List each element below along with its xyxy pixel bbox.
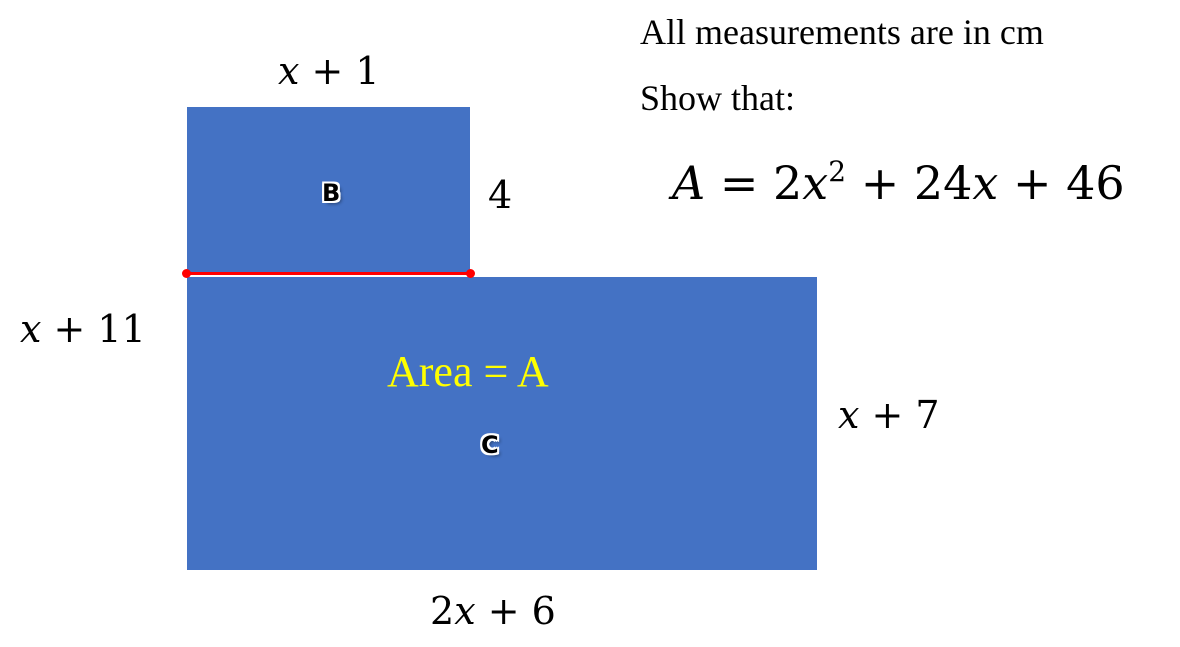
variable: x xyxy=(838,393,860,437)
shape-b-marker: B xyxy=(322,179,341,207)
left-height-label: x + 11 xyxy=(20,310,146,348)
top-width-label: x + 1 xyxy=(278,52,380,90)
label-rest: + 11 xyxy=(41,307,146,351)
divider-endpoint-right xyxy=(466,269,475,278)
shape-c-marker: C xyxy=(481,431,499,459)
divider-line xyxy=(187,272,470,275)
label-rest: + 1 xyxy=(299,49,380,93)
area-label: Area = A xyxy=(387,347,549,396)
eq-var: x xyxy=(802,156,829,210)
eq-part: + 24 xyxy=(846,156,973,210)
label-pre: 2 xyxy=(430,589,455,633)
target-equation: A = 2x2 + 24x + 46 xyxy=(672,155,1125,207)
divider-endpoint-left xyxy=(182,269,191,278)
eq-lhs: A xyxy=(672,156,706,210)
rectangle-b xyxy=(187,107,470,275)
right-height-label: x + 7 xyxy=(838,396,940,434)
bottom-width-label: 2x + 6 xyxy=(430,592,556,630)
variable: x xyxy=(454,589,476,633)
label-rest: + 6 xyxy=(475,589,556,633)
show-that-prompt: Show that: xyxy=(640,78,796,118)
units-note: All measurements are in cm xyxy=(640,12,1044,52)
eq-var: x xyxy=(972,156,999,210)
top-height-label: 4 xyxy=(488,176,512,214)
label-rest: 4 xyxy=(488,173,513,217)
variable: x xyxy=(20,307,42,351)
label-rest: + 7 xyxy=(859,393,940,437)
variable: x xyxy=(278,49,300,93)
eq-part: = 2 xyxy=(705,156,803,210)
rectangle-c xyxy=(187,277,817,570)
eq-exponent: 2 xyxy=(828,155,847,188)
eq-part: + 46 xyxy=(998,156,1125,210)
